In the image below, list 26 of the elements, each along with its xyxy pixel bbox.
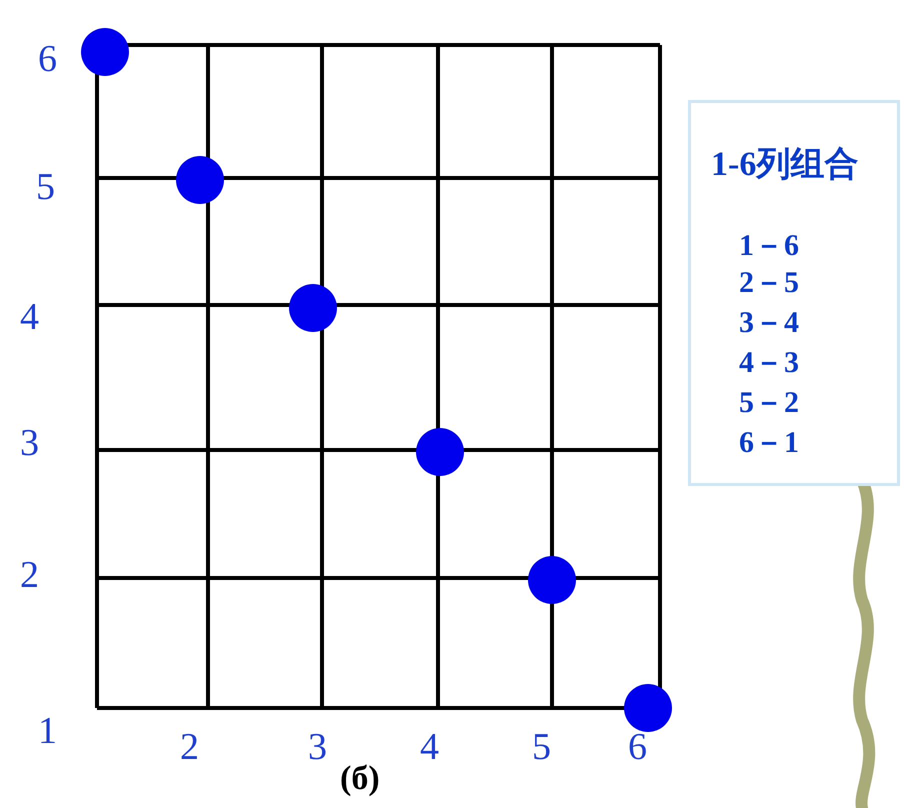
panel-heading: 1-6列组合 <box>711 148 858 182</box>
point-marker <box>528 556 576 604</box>
axis-number: 6 <box>38 40 57 78</box>
figure-caption: (б) <box>340 762 380 796</box>
axis-number: 1 <box>38 712 57 750</box>
axis-number: 4 <box>20 298 39 336</box>
axis-number: 5 <box>36 168 55 206</box>
point-marker <box>289 284 337 332</box>
pair-label: 1－6 <box>739 231 799 261</box>
axis-number: 5 <box>532 728 551 766</box>
pair-label: 4－3 <box>739 348 799 378</box>
axis-number: 2 <box>20 556 39 594</box>
pair-label: 6－1 <box>739 428 799 458</box>
axis-number: 3 <box>308 728 327 766</box>
point-marker <box>176 156 224 204</box>
axis-number: 4 <box>420 728 439 766</box>
point-marker <box>416 428 464 476</box>
axis-number: 3 <box>20 424 39 462</box>
point-marker <box>624 684 672 732</box>
axis-number: 6 <box>628 728 647 766</box>
axis-number: 2 <box>180 728 199 766</box>
point-marker <box>81 28 129 76</box>
pair-label: 2－5 <box>739 268 799 298</box>
text-panel <box>688 100 900 486</box>
pair-label: 5－2 <box>739 388 799 418</box>
pair-label: 3－4 <box>739 308 799 338</box>
